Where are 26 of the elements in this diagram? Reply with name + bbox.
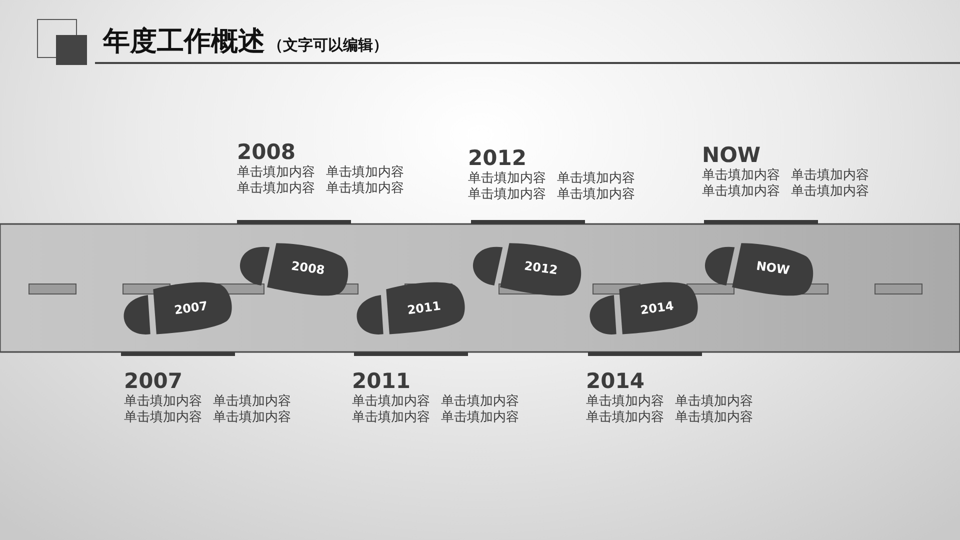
- description-text: 单击填加内容 单击填加内容: [124, 410, 292, 426]
- description-text: 单击填加内容 单击填加内容: [702, 168, 870, 184]
- footprint-label: 2008: [289, 258, 327, 280]
- year-heading: NOW: [702, 143, 761, 167]
- description-text: 单击填加内容 单击填加内容: [468, 171, 636, 187]
- year-heading: 2008: [237, 140, 296, 164]
- description-text: 单击填加内容 单击填加内容: [237, 181, 404, 197]
- footprint-label: NOW: [754, 258, 792, 280]
- year-heading: 2011: [352, 369, 410, 393]
- description-text: 单击填加内容 单击填加内容: [468, 187, 636, 203]
- description-text: 单击填加内容 单击填加内容: [702, 184, 870, 200]
- footprint-label: 2007: [172, 298, 210, 320]
- subtitle: （文字可以编辑）: [268, 35, 388, 56]
- description-text: 单击填加内容 单击填加内容: [352, 394, 520, 410]
- title: 年度工作概述: [103, 25, 265, 59]
- description-text: 单击填加内容 单击填加内容: [352, 410, 520, 426]
- description-text: 单击填加内容 单击填加内容: [586, 394, 754, 410]
- year-heading: 2014: [586, 369, 644, 393]
- year-heading: 2012: [468, 146, 526, 170]
- description-text: 单击填加内容 单击填加内容: [586, 410, 754, 426]
- year-heading: 2007: [124, 369, 182, 393]
- footprint-label: 2012: [522, 258, 560, 280]
- footprint-label: 2014: [638, 298, 676, 320]
- description-text: 单击填加内容 单击填加内容: [237, 165, 404, 181]
- footprint-label: 2011: [405, 298, 443, 320]
- description-text: 单击填加内容 单击填加内容: [124, 394, 292, 410]
